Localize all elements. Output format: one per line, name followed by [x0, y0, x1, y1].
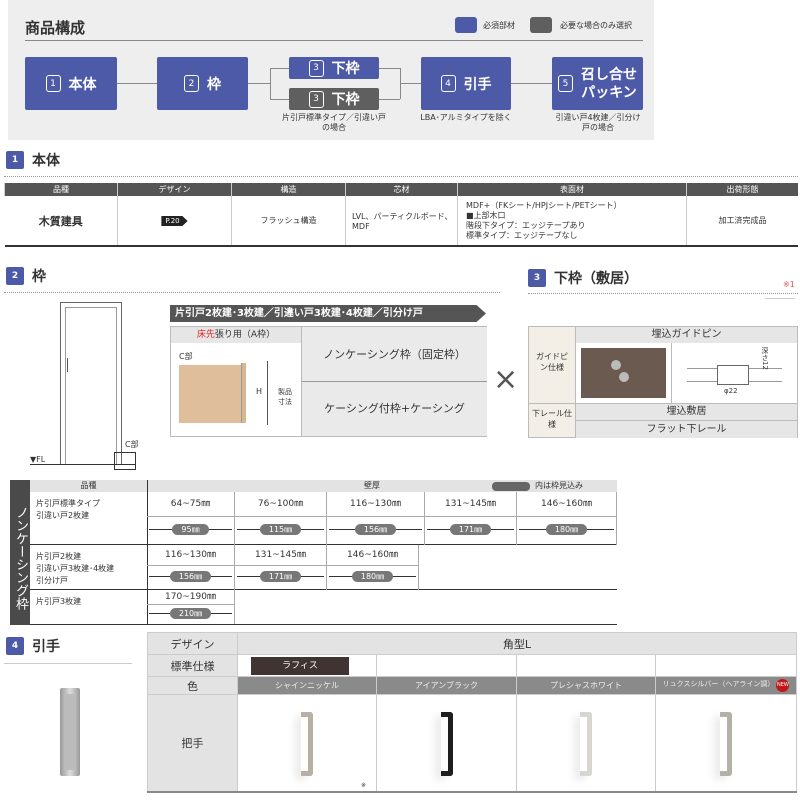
c-part-label: C部: [125, 440, 139, 449]
handle-silver: [720, 712, 732, 777]
handle-table: デザイン角型L 標準仕様ラフィス 色 シャインニッケルアイアンブラックプレシャス…: [147, 632, 797, 793]
fl-label: ▼FL: [30, 455, 46, 464]
rail-option-embedded: 埋込敷居: [575, 403, 797, 421]
composition-title: 商品構成: [25, 19, 86, 37]
sill-table: ガイドピン仕様 埋込ガイドピン 深さ12 φ22 下レール仕様 埋込敷居 フラッ…: [528, 326, 798, 438]
option-casing: ケーシング付枠+ケーシング: [301, 382, 487, 436]
note-packing: 引違い戸4枚建／引分け戸の場合: [555, 113, 641, 132]
wall-row-kind: 片引戸3枚建: [36, 597, 82, 606]
design-page-tag: P.20: [161, 216, 188, 226]
note-handle: LBA･アルミタイプを除く: [420, 113, 512, 122]
frame-type-banner: 片引戸2枚建･3枚建／引違い戸3枚建･4枚建／引分け戸: [170, 305, 486, 322]
frame-depth: 210㎜: [169, 608, 212, 619]
handle-white: [580, 712, 592, 777]
divider: [25, 40, 643, 41]
handle-photo: [60, 688, 80, 776]
frame-depth: 156㎜: [169, 571, 212, 583]
wall-cell: 116~130㎜ 156㎜: [147, 545, 235, 590]
frame-depth: 171㎜: [259, 571, 302, 583]
wall-cell: 170~190㎜ 210㎜: [147, 590, 235, 624]
wall-cell: 116~130㎜ 156㎜: [327, 492, 425, 545]
wall-range: 116~130㎜: [147, 545, 234, 566]
frame-depth: 180㎜: [545, 524, 588, 536]
wall-cell: 146~160㎜ 180㎜: [327, 545, 419, 590]
legend-required-label: 必須部材: [483, 21, 515, 30]
wall-cell: 64~75㎜ 95㎜: [147, 492, 235, 545]
wall-row-kind: 片引戸標準タイプ引違い戸2枚建: [36, 499, 100, 520]
legend-optional-swatch: [530, 17, 552, 33]
frame-depth: 95㎜: [172, 524, 209, 536]
wall-range: 170~190㎜: [147, 590, 234, 605]
wall-range: 131~145㎜: [425, 492, 516, 517]
wall-cell: 131~145㎜ 171㎜: [235, 545, 327, 590]
handle-black: [440, 712, 453, 777]
legend-required-swatch: [455, 17, 477, 33]
times-mark: ×: [493, 362, 519, 397]
wall-range: 64~75㎜: [147, 492, 234, 517]
body-spec-table: 品種デザイン構造芯材表面材出荷形態 木質建具 P.20 フラッシュ構造 LVL、…: [4, 183, 798, 247]
footnote-mark: ※1: [783, 280, 795, 289]
new-badge: NEW: [776, 679, 790, 692]
rail-option-flat: フラット下レール: [575, 421, 797, 438]
std-spec-badge: ラフィス: [251, 656, 349, 675]
wall-range: 76~100㎜: [235, 492, 326, 517]
frame-drawing: [60, 302, 122, 464]
wall-range: 131~145㎜: [235, 545, 326, 566]
option-noncasing: ノンケーシング枠（固定枠）: [301, 327, 487, 382]
frame-depth: 171㎜: [449, 524, 492, 536]
wall-cell: 146~160㎜ 180㎜: [517, 492, 617, 545]
handle-nickel: [301, 712, 313, 777]
frame-depth: 180㎜: [351, 571, 394, 583]
wall-range: 146~160㎜: [327, 545, 418, 566]
wall-row-kind: 片引戸2枚建引違い戸3枚建･4枚建引分け戸: [36, 552, 115, 585]
legend-optional-label: 必要な場合のみ選択: [560, 21, 632, 30]
wall-cell: 76~100㎜ 115㎜: [235, 492, 327, 545]
wall-cell: 131~145㎜ 171㎜: [425, 492, 517, 545]
note-optional-sill: 片引戸標準タイプ／引違い戸の場合: [282, 113, 386, 132]
frame-depth: 156㎜: [354, 524, 397, 536]
wall-range: 116~130㎜: [327, 492, 424, 517]
wall-range: 146~160㎜: [517, 492, 616, 517]
frame-options-box: 床先張り用（A枠） C部 H 製品寸法 ノンケーシング枠（固定枠） ケーシング付…: [170, 326, 487, 437]
frame-depth: 115㎜: [259, 524, 302, 536]
noncasing-side-label: ノンケーシング枠: [10, 480, 30, 625]
